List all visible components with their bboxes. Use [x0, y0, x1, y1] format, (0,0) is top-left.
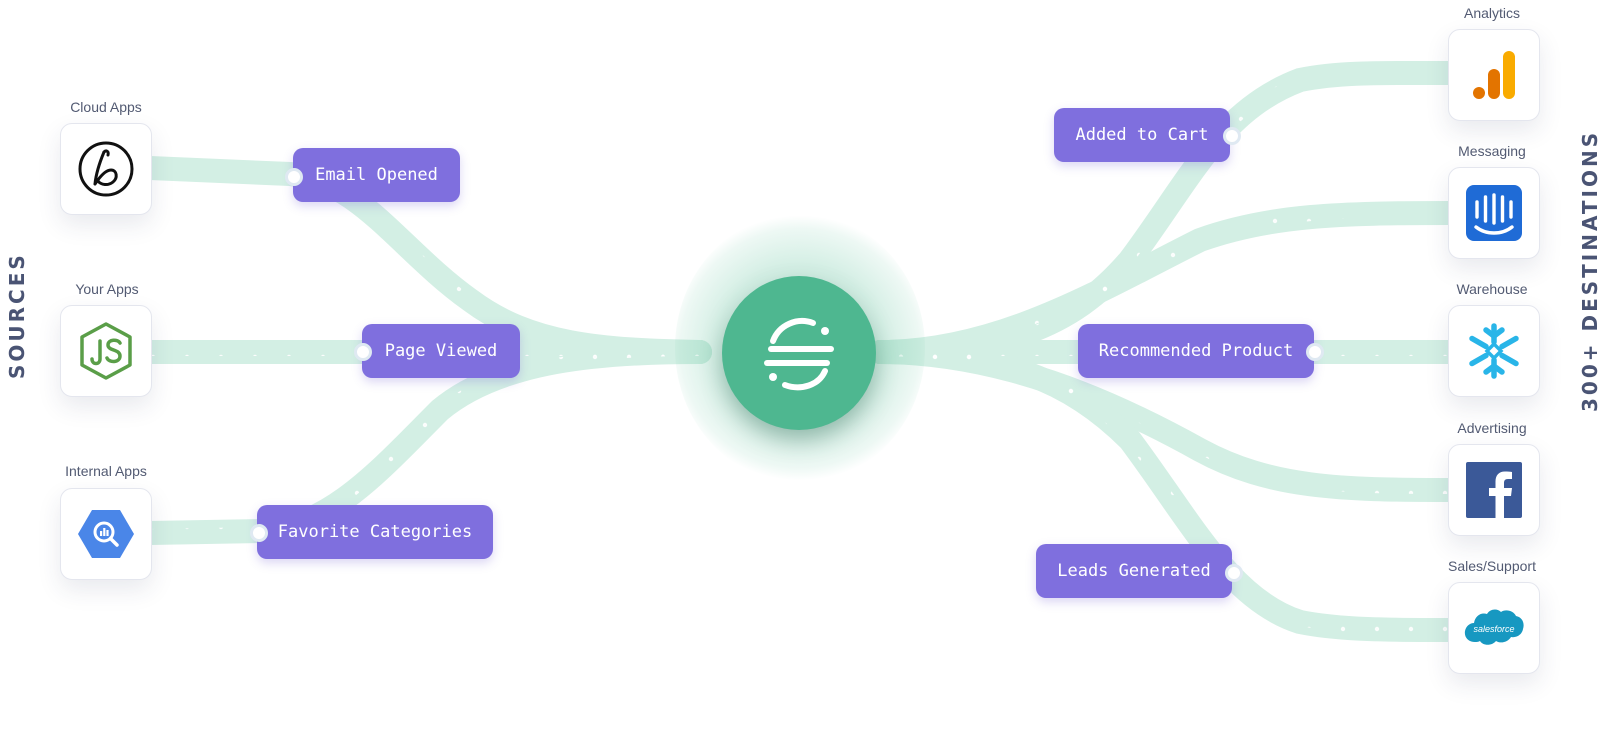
google-analytics-icon [1473, 51, 1515, 99]
intercom-icon [1466, 185, 1522, 241]
event-leads-generated[interactable]: Leads Generated [1036, 544, 1232, 598]
nodejs-icon [80, 322, 132, 380]
salesforce-wordmark: salesforce [1473, 624, 1514, 634]
destination-caption-analytics: Analytics [1463, 5, 1521, 21]
destination-caption-sales-support: Sales/Support [1448, 558, 1536, 574]
snowflake-icon [1469, 323, 1519, 379]
source-tile-cloud-apps[interactable] [60, 123, 152, 215]
braze-b-icon [78, 141, 134, 197]
destination-caption-warehouse: Warehouse [1456, 281, 1528, 297]
destination-caption-messaging: Messaging [1458, 143, 1526, 159]
destination-tile-advertising[interactable] [1448, 444, 1540, 536]
event-favorite-categories[interactable]: Favorite Categories [257, 505, 493, 559]
destination-tile-analytics[interactable] [1448, 29, 1540, 121]
destination-tile-sales-support[interactable]: salesforce [1448, 582, 1540, 674]
connector-dot [1225, 564, 1243, 582]
event-email-opened[interactable]: Email Opened [293, 148, 460, 202]
event-page-viewed[interactable]: Page Viewed [362, 324, 520, 378]
sources-label: SOURCES [5, 252, 29, 379]
destinations-label: 300+ DESTINATIONS [1578, 129, 1600, 412]
segment-hub[interactable] [722, 276, 876, 430]
salesforce-icon: salesforce [1464, 609, 1524, 645]
facebook-icon [1466, 462, 1522, 518]
connector-dot [1306, 343, 1324, 361]
connector-dot [250, 524, 268, 542]
bigquery-icon [78, 510, 134, 558]
connector-dot [1223, 127, 1241, 145]
destination-tile-messaging[interactable] [1448, 167, 1540, 259]
connector-dot [354, 343, 372, 361]
source-caption-your-apps: Your Apps [75, 281, 139, 297]
connector-dot [285, 168, 303, 186]
source-caption-internal-apps: Internal Apps [65, 463, 147, 479]
event-recommended-product[interactable]: Recommended Product [1078, 324, 1314, 378]
event-added-to-cart[interactable]: Added to Cart [1054, 108, 1230, 162]
segment-logo-icon [764, 318, 834, 391]
source-tile-your-apps[interactable] [60, 305, 152, 397]
destination-tile-warehouse[interactable] [1448, 305, 1540, 397]
destination-caption-advertising: Advertising [1457, 420, 1527, 436]
source-tile-internal-apps[interactable] [60, 488, 152, 580]
source-caption-cloud-apps: Cloud Apps [70, 99, 142, 115]
